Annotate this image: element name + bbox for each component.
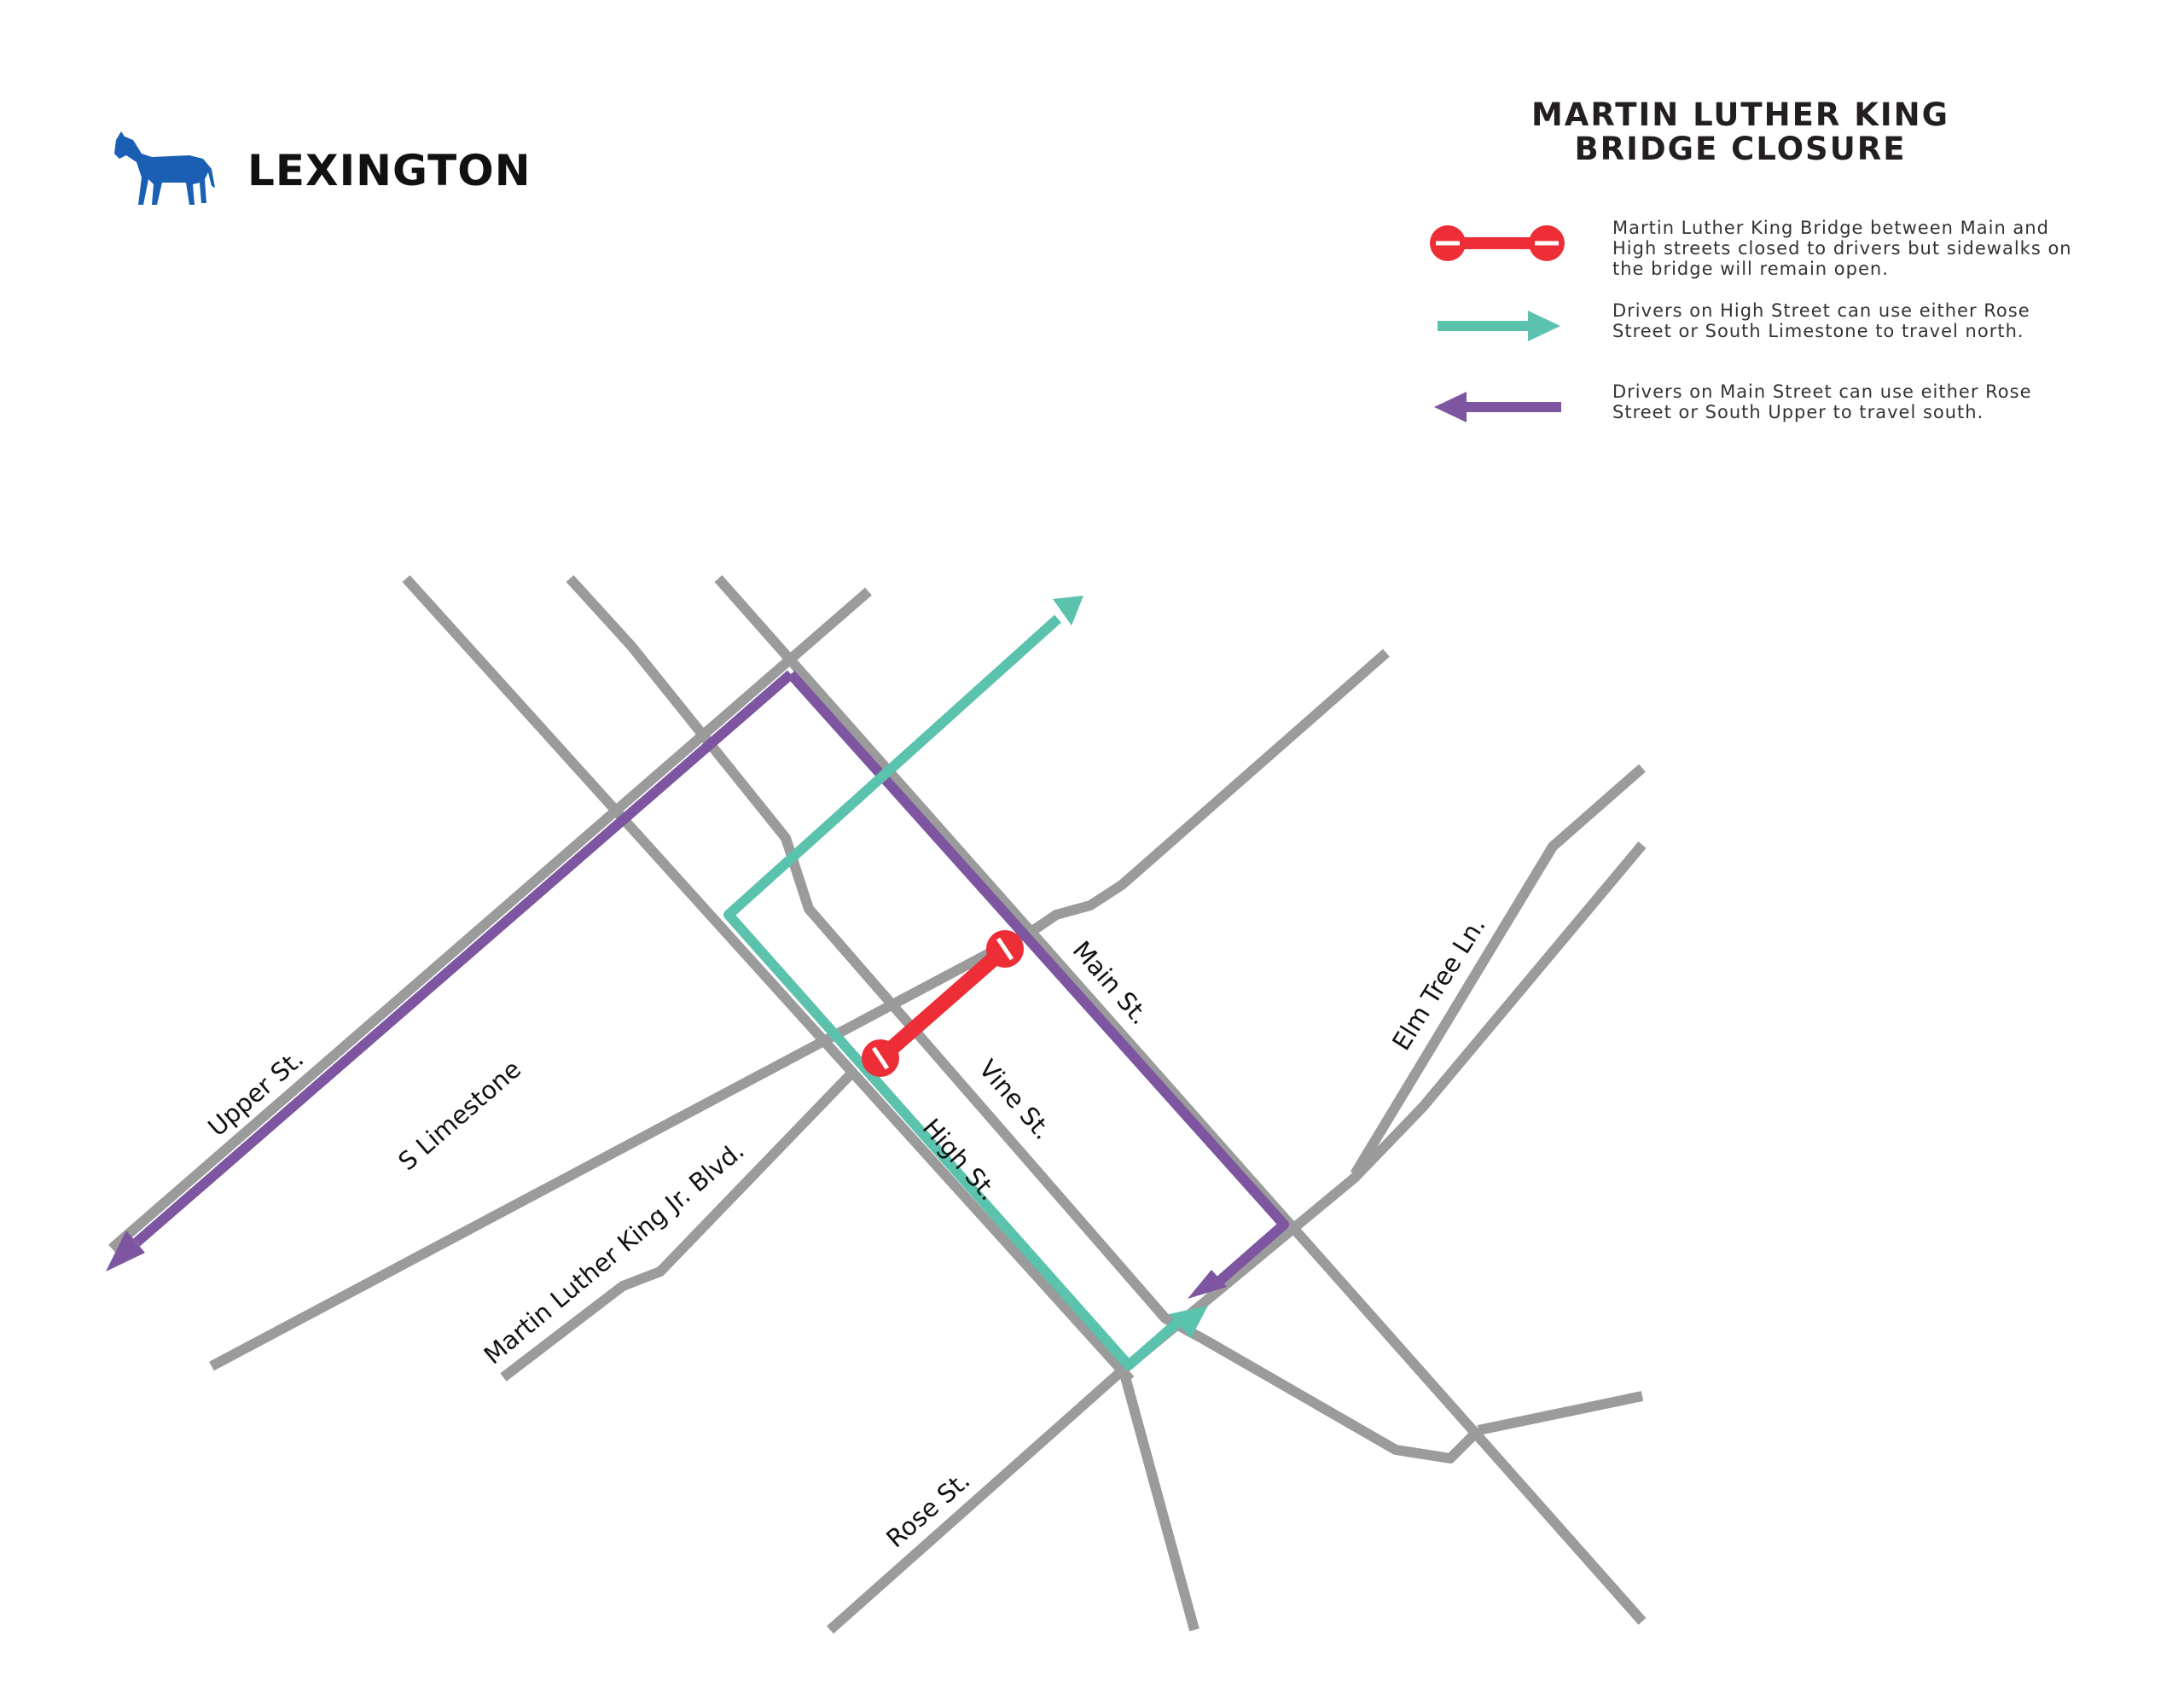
legend-item-closure: Martin Luther King Bridge between Main a…: [1429, 218, 2090, 279]
road-south-rose: [1119, 1372, 1199, 1632]
closure-end-mark: [996, 937, 1014, 961]
legend-text-south: Drivers on Main Street can use either Ro…: [1612, 381, 2032, 422]
road-elm-tree-ln: [1350, 764, 1646, 1178]
title-line-1: MARTIN LUTHER KING: [1531, 96, 1950, 133]
legend-item-south: Drivers on Main Street can use either Ro…: [1429, 381, 2090, 433]
label-vine-st: Vine St.: [973, 1054, 1058, 1145]
road-s-limestone: [209, 649, 1390, 1371]
road-mlk-blvd: [500, 1071, 854, 1382]
closure-start-mark: [871, 1046, 890, 1070]
legend-item-north: Drivers on High Street can use either Ro…: [1429, 300, 2090, 352]
bridge-closure: [862, 930, 1024, 1077]
north-detour-route: [723, 614, 1181, 1370]
label-s-limestone: S Limestone: [392, 1055, 526, 1177]
south-detour-arrowhead-right: [1188, 1270, 1227, 1299]
closure-legend-icon: [1430, 225, 1565, 261]
legend-text-closure: Martin Luther King Bridge between Main a…: [1612, 218, 2072, 279]
legend-text-north: Drivers on High Street can use either Ro…: [1612, 300, 2030, 341]
logo-text: LEXINGTON: [247, 146, 531, 195]
road-east-connector: [1477, 1391, 1644, 1435]
road-upper-st: [108, 587, 872, 1253]
title-line-2: BRIDGE CLOSURE: [1574, 131, 1907, 167]
south-detour-upper-route: [133, 670, 794, 1247]
road-main-st: [714, 575, 1647, 1625]
closure-bar: [875, 943, 1010, 1064]
arrow-right-icon: [1438, 311, 1560, 341]
south-detour-route: [787, 670, 1289, 1289]
north-detour-arrowhead-bottom: [1169, 1306, 1208, 1338]
north-detour-arrowhead-top: [1053, 596, 1083, 625]
road-high-st: [402, 574, 1135, 1384]
road-rose-st: [827, 841, 1647, 1634]
road-vine-st: [566, 574, 1483, 1463]
south-detour-arrowhead-left: [106, 1231, 145, 1271]
label-mlk-blvd: Martin Luther King Jr. Blvd.: [479, 1136, 750, 1370]
lexington-logo: LEXINGTON: [111, 128, 531, 213]
map-title: MARTIN LUTHER KING BRIDGE CLOSURE: [1467, 98, 2013, 166]
road-network: [108, 574, 1647, 1634]
detour-routes: [106, 596, 1289, 1370]
arrow-left-icon: [1434, 392, 1561, 422]
horse-icon: [114, 131, 215, 205]
